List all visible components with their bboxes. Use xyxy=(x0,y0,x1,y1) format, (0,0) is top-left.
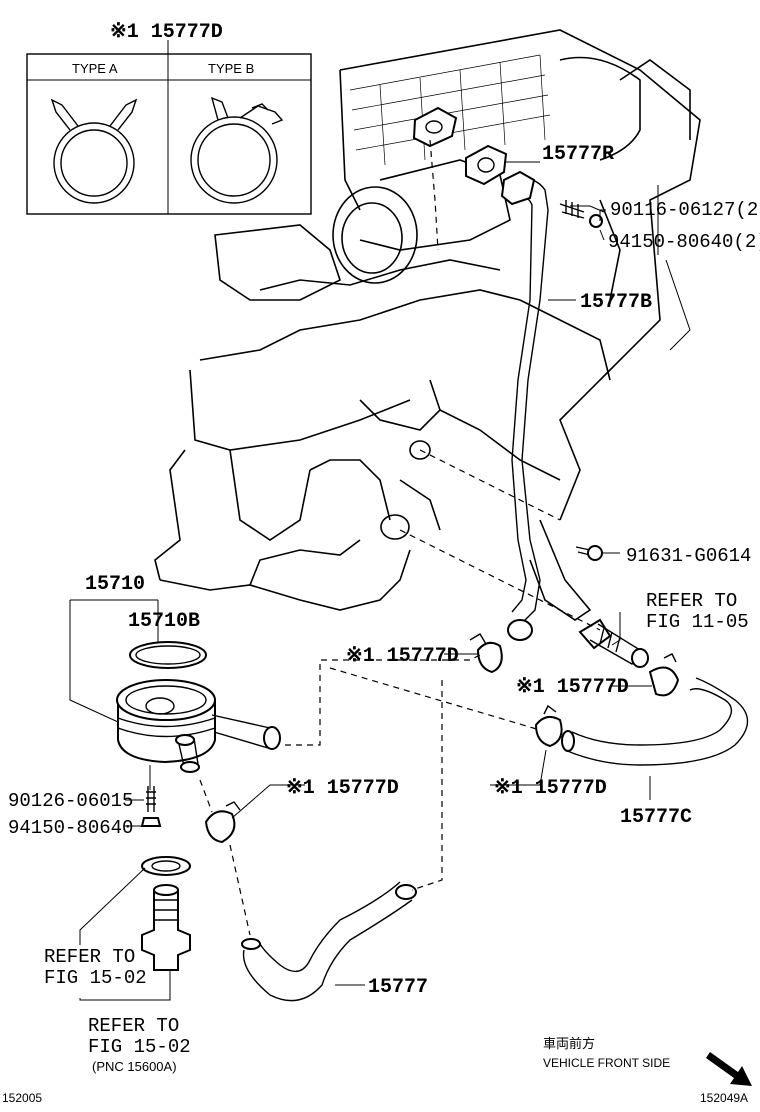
hose-15777 xyxy=(241,881,417,1002)
label-15777D-4: ※1 15777D xyxy=(494,777,607,800)
diagram-code-left: 152005 xyxy=(2,1091,42,1105)
connection-dashes xyxy=(199,139,601,936)
fitting-refer-11-05 xyxy=(578,618,649,668)
clamp-type-a-icon xyxy=(50,98,138,204)
label-15777B: 15777B xyxy=(580,291,652,314)
label-15777D-2: ※1 15777D xyxy=(516,676,629,699)
label-fig-11-05: FIG 11-05 xyxy=(646,611,749,633)
label-15777D-1: ※1 15777D xyxy=(346,645,459,668)
oil-cooler-15710 xyxy=(116,641,281,971)
label-15710: 15710 xyxy=(85,573,145,596)
engine-block xyxy=(154,29,701,621)
label-refer-to-c: REFER TO xyxy=(88,1015,179,1037)
diagram-code-right: 152049A xyxy=(700,1091,748,1105)
vehicle-front-en: VEHICLE FRONT SIDE xyxy=(543,1056,670,1070)
label-refer-to-a: REFER TO xyxy=(646,590,737,612)
clamp-type-b-icon xyxy=(190,96,284,204)
footer: 車両前方 VEHICLE FRONT SIDE 152005 152049A xyxy=(2,1036,752,1105)
label-90126-06015: 90126-06015 xyxy=(8,790,133,812)
label-15777C: 15777C xyxy=(620,806,692,829)
label-90116-06127: 90116-06127(2) xyxy=(610,199,760,221)
clamp-15777D-lower xyxy=(204,801,241,844)
label-94150-80640: 94150-80640 xyxy=(8,817,133,839)
label-15777R: 15777R xyxy=(542,143,614,166)
label-91631-G0614: 91631-G0614 xyxy=(626,545,751,567)
type-a-label: TYPE A xyxy=(72,61,118,76)
vehicle-front-jp: 車両前方 xyxy=(543,1036,595,1051)
clamp-15777D-upper xyxy=(469,633,503,674)
label-94150-80640-2: 94150-80640(2) xyxy=(608,231,760,253)
label-refer-to-b: REFER TO xyxy=(44,946,135,968)
label-fig-15-02-b: FIG 15-02 xyxy=(88,1036,191,1058)
arrow-icon xyxy=(706,1052,752,1086)
clamp-type-inset: ※1 15777D TYPE A TYPE B xyxy=(26,21,312,215)
pipe-15777B xyxy=(412,106,603,641)
label-fig-15-02-a: FIG 15-02 xyxy=(44,967,147,989)
label-15777D-3: ※1 15777D xyxy=(286,777,399,800)
type-b-label: TYPE B xyxy=(208,61,254,76)
part-labels: 15777R 90116-06127(2) 94150-80640(2) 157… xyxy=(8,143,760,1074)
label-15710B: 15710B xyxy=(128,610,200,633)
hose-15777C xyxy=(534,653,749,766)
leader-lines xyxy=(69,161,691,1001)
label-pnc-15600A: (PNC 15600A) xyxy=(92,1059,177,1074)
inset-title: ※1 15777D xyxy=(110,21,223,44)
label-15777: 15777 xyxy=(368,976,428,999)
